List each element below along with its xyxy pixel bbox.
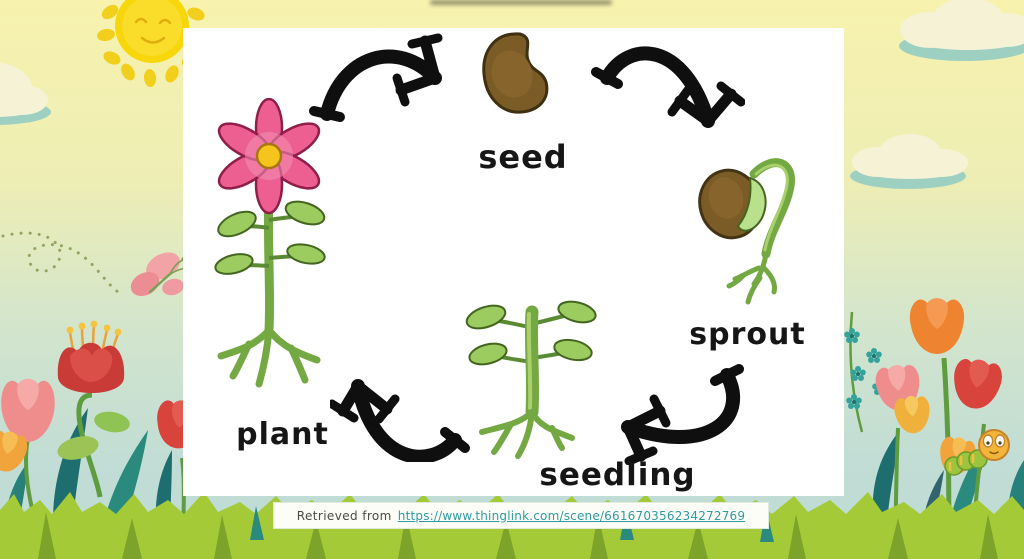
caterpillar-icon <box>944 429 1010 476</box>
stage-label-sprout: sprout <box>689 317 806 352</box>
seedling-image <box>465 300 597 459</box>
cloud-icon <box>0 62 51 125</box>
citation-prefix: Retrieved from <box>296 508 392 523</box>
tulip-icon <box>894 395 930 434</box>
cloud-icon <box>899 0 1024 61</box>
plant-image <box>214 98 326 388</box>
cropped-title-fragment <box>430 0 612 5</box>
arrow-seedling-to-plant <box>330 379 470 462</box>
seed-image <box>482 32 549 114</box>
stage-label-seed: seed <box>478 138 568 176</box>
tulip-icon <box>0 430 28 472</box>
citation-link[interactable]: https://www.thinglink.com/scene/66167035… <box>397 508 746 523</box>
cloud-icon <box>850 134 968 189</box>
arrow-plant-to-seed <box>309 33 443 122</box>
forget-me-not-icon <box>844 311 888 433</box>
poppy-icon <box>57 320 130 498</box>
citation-bar: Retrieved from https://www.thinglink.com… <box>273 502 769 529</box>
arrow-seed-to-sprout <box>591 46 745 128</box>
arrow-sprout-to-seedling <box>621 364 744 465</box>
butterfly-trail <box>1 231 120 294</box>
sprout-image <box>698 158 795 305</box>
stage-label-plant: plant <box>236 417 329 452</box>
stage-label-seedling: seedling <box>539 457 696 493</box>
life-cycle-card: seed sprout seedling plant <box>183 28 844 496</box>
